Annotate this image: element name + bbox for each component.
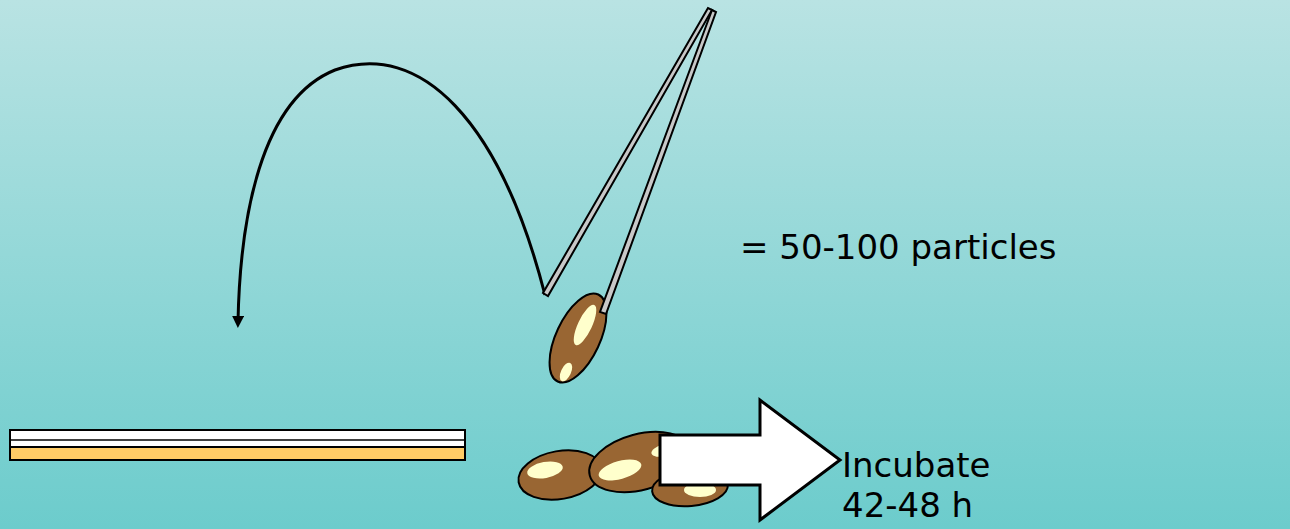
transfer-arrow <box>238 64 545 322</box>
tweezers <box>543 8 716 314</box>
petri-dish-lid <box>10 430 465 460</box>
annotation-text: = 50-100 particles <box>740 230 1056 264</box>
annotation-text: 42-48 h <box>842 488 973 522</box>
agar-layer <box>10 447 465 460</box>
nut-skin-patch <box>557 361 575 383</box>
nut-skin-patch <box>526 459 564 481</box>
tweezer-arm <box>600 10 716 314</box>
nut-skin-patch <box>596 456 643 485</box>
annotation-text: Incubate <box>842 448 990 482</box>
process-arrow <box>660 400 840 520</box>
dish-rim <box>10 439 465 441</box>
nut-skin-patch <box>569 302 600 348</box>
